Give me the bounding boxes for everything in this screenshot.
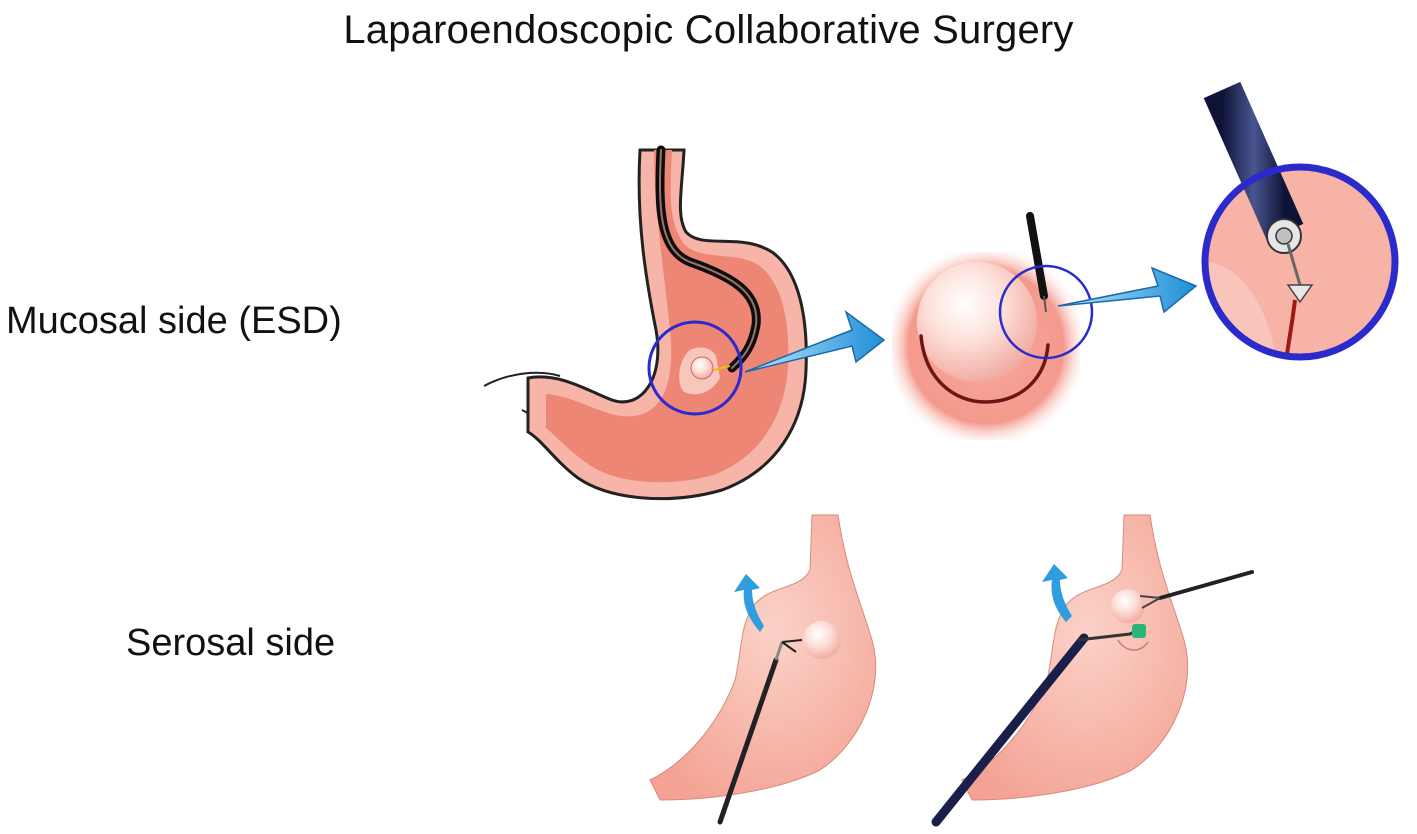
- tumor-icon: [917, 262, 1037, 382]
- laparoscopic-forceps-icon: [717, 639, 803, 825]
- tumor-icon: [690, 356, 714, 380]
- stomach-illustration: [483, 145, 808, 501]
- laparoscopic-forceps-icon: [1139, 570, 1254, 609]
- arrow-icon: [744, 309, 886, 373]
- figure-title: Laparoendoscopic Collaborative Surgery: [343, 8, 1074, 52]
- tumor-icon: [803, 621, 841, 659]
- endoscope-icon: [1026, 212, 1048, 300]
- magnifier-circle-icon: [998, 264, 1094, 360]
- row-label-serosal: Serosal side: [126, 622, 336, 664]
- arrow-icon: [734, 574, 764, 632]
- row-label-mucosal: Mucosal side (ESD): [6, 300, 342, 342]
- esd-closeup: [892, 212, 1094, 440]
- tumor-icon: [1111, 589, 1145, 623]
- stomach-serosal-left: [649, 514, 877, 825]
- magnifier-circle-icon: [647, 320, 743, 416]
- endoscope-icon: [1203, 81, 1304, 241]
- arrow-icon: [1042, 564, 1072, 622]
- stomach-serosal-right: [931, 514, 1254, 827]
- magnified-view: [1201, 81, 1399, 361]
- arrow-icon: [1057, 266, 1198, 314]
- magnifier-circle-icon: [1201, 163, 1399, 361]
- laparoscope-icon: [931, 624, 1146, 827]
